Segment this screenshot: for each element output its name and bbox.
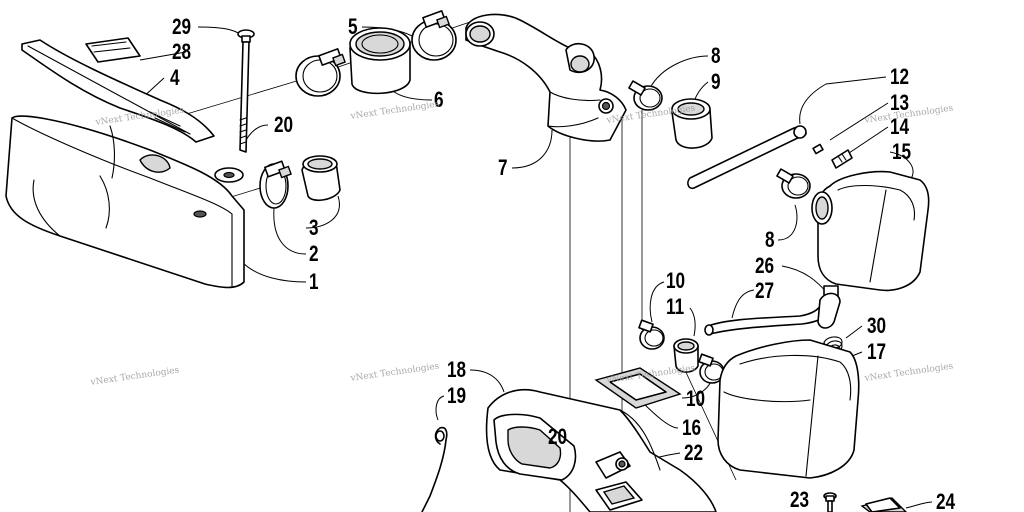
sleeve-9-part (671, 98, 713, 149)
pad-24-part (860, 497, 907, 512)
callout-14: 14 (890, 114, 910, 139)
coupler-6-part (349, 27, 411, 95)
callout-1: 1 (309, 269, 319, 294)
heat-shield-part (21, 39, 215, 143)
callout-20: 20 (274, 112, 294, 137)
clamp-2-part (259, 160, 292, 209)
drain-hose-27-part (704, 303, 831, 336)
callout-8-upper: 8 (711, 43, 721, 68)
callout-12: 12 (890, 64, 910, 89)
callout-29: 29 (172, 14, 192, 39)
callout-2: 2 (309, 241, 319, 266)
sleeve-3-part (301, 155, 341, 202)
callout-13: 13 (890, 90, 910, 115)
callout-11: 11 (666, 294, 685, 319)
callout-4: 4 (170, 65, 180, 90)
sleeve-11-part (673, 338, 699, 373)
muffler-part (5, 115, 245, 289)
bracket-20-22-part (595, 451, 643, 511)
clamp-5a-part (295, 48, 346, 97)
intake-tube-7-part (465, 13, 627, 142)
cable-19-part (421, 426, 448, 512)
callout-18: 18 (447, 357, 467, 382)
callout-3: 3 (309, 215, 319, 240)
clamp-10b-part (698, 353, 725, 384)
clamp-8b-part (776, 168, 811, 199)
callout-24: 24 (936, 489, 956, 512)
screw-23-part (823, 492, 837, 512)
callout-19: 19 (447, 383, 467, 408)
callout-23: 23 (790, 487, 810, 512)
clamp-10a-part (638, 319, 665, 350)
callout-7: 7 (498, 155, 508, 180)
clamp-5b-part (411, 10, 457, 61)
airbox-18-part (485, 388, 717, 512)
fitting-13-part (812, 143, 824, 155)
silencer-17-part (717, 339, 860, 479)
bolt-part (237, 29, 255, 153)
callout-10-upper: 10 (666, 268, 686, 293)
callout-16: 16 (682, 415, 702, 440)
callout-17: 17 (867, 339, 887, 364)
gasket-16-part (594, 367, 682, 409)
callout-15: 15 (892, 139, 912, 164)
decal-part (85, 37, 141, 63)
callout-6: 6 (434, 87, 444, 112)
callout-5: 5 (348, 14, 358, 39)
callout-26: 26 (755, 253, 775, 278)
callout-28: 28 (172, 39, 192, 64)
callout-22: 22 (684, 440, 704, 465)
clamp-8a-part (628, 80, 663, 111)
callout-27: 27 (755, 278, 775, 303)
elbow-26-part (817, 292, 841, 329)
callout-10-lower: 10 (686, 386, 706, 411)
hose-12-part (687, 125, 807, 190)
resonator-15-part (811, 170, 930, 301)
callout-8-lower: 8 (765, 227, 775, 252)
callout-9: 9 (711, 69, 721, 94)
assembly-lines (159, 21, 770, 512)
fitting-14-part (831, 149, 853, 169)
callout-20-lower: 20 (548, 424, 568, 449)
callout-30: 30 (867, 313, 887, 338)
washer-part (214, 167, 244, 183)
